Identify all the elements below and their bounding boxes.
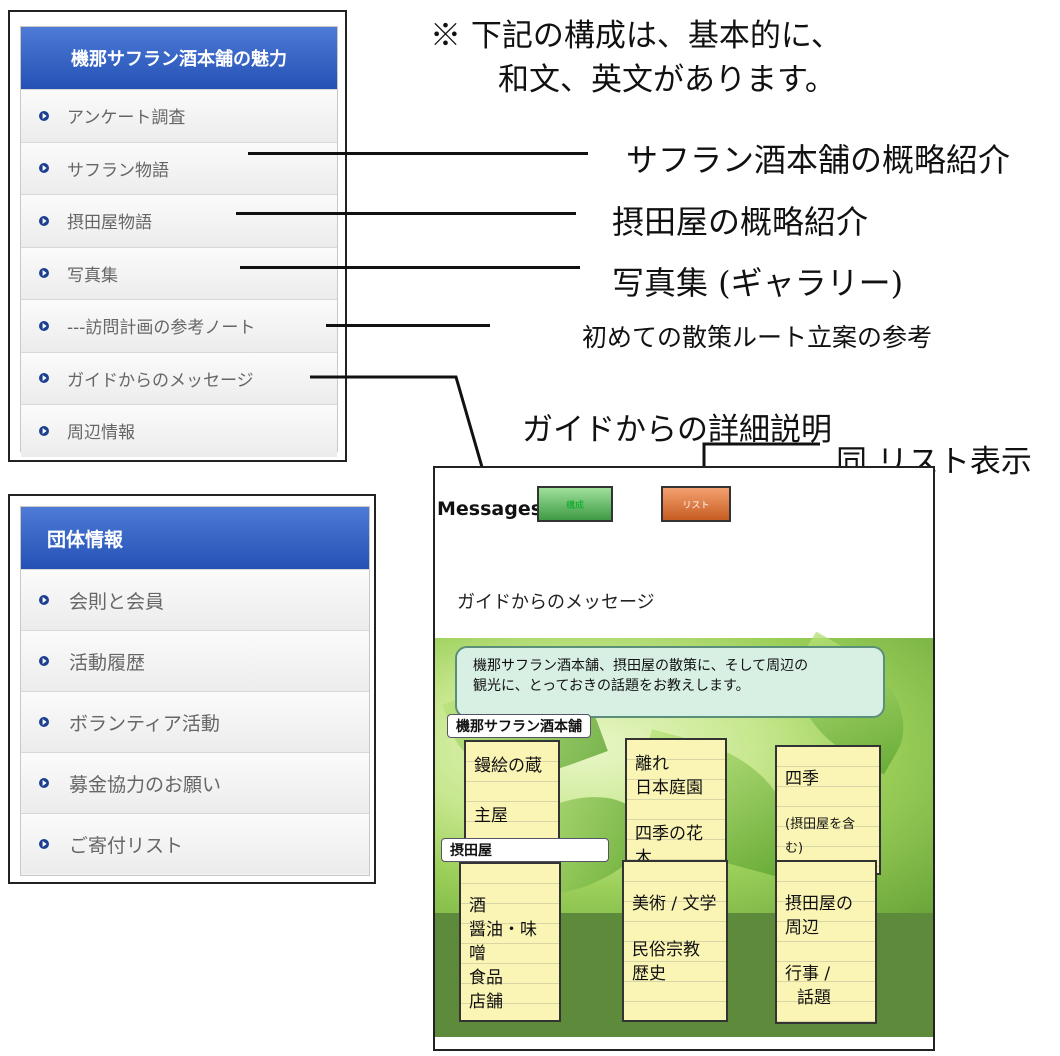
menu-item-visit-notes[interactable]: ---訪問計画の参考ノート — [21, 299, 337, 352]
card-text: 民俗宗教 — [632, 940, 700, 960]
menu-item-label: 会則と会員 — [69, 590, 165, 613]
connector-line-route — [326, 324, 490, 327]
bubble-line-1: 機那サフラン酒本舗、摂田屋の散策に、そして周辺の — [473, 658, 809, 674]
card-sake-shops[interactable]: 酒 醤油・味噌 食品 店舗 — [459, 862, 561, 1022]
bullet-arrow-icon — [39, 110, 49, 121]
menu-item-label: 周辺情報 — [67, 423, 135, 444]
menu-item-label: ボランティア活動 — [69, 712, 220, 735]
saffron-menu-title: 機那サフラン酒本舗の魅力 — [21, 27, 337, 89]
bullet-arrow-icon — [39, 373, 49, 384]
card-text: 話題 — [797, 988, 831, 1008]
note-line-2: 和文、英文があります。 — [498, 62, 836, 98]
menu-item-area-info[interactable]: 周辺情報 — [21, 404, 337, 457]
card-text: 醤油・味噌 — [469, 920, 537, 964]
connector-line-photos — [240, 266, 580, 269]
menu-item-label: 募金協力のお願い — [69, 773, 222, 796]
card-art-history[interactable]: 美術 / 文学 民俗宗教 歴史 — [622, 860, 728, 1022]
label-guide-detail: ガイドからの詳細説明 — [522, 412, 832, 448]
label-settsu-intro: 摂田屋の概略紹介 — [612, 203, 869, 241]
structure-button[interactable]: 構成 — [537, 486, 613, 522]
menu-item-label: ガイドからのメッセージ — [67, 370, 254, 391]
panel-heading: ガイドからのメッセージ — [457, 592, 655, 613]
menu-item-label: 活動履歴 — [69, 651, 146, 674]
card-spacer — [785, 759, 871, 767]
menu-item-settsu-story[interactable]: 摂田屋物語 — [21, 194, 337, 247]
connector-line-guide — [310, 375, 486, 475]
card-text: 鏝絵の蔵 — [474, 756, 542, 776]
bullet-arrow-icon — [39, 595, 49, 605]
bullet-arrow-icon — [39, 839, 49, 849]
menu-item-activity-history[interactable]: 活動履歴 — [21, 630, 369, 691]
menu-item-label: 摂田屋物語 — [67, 213, 152, 234]
card-text: 四季 — [785, 769, 819, 789]
connector-line-settsu — [236, 212, 576, 215]
card-text: 摂田屋の — [785, 894, 853, 914]
menu-item-label: サフラン物語 — [67, 160, 169, 181]
section-label-saffron: 機那サフラン酒本舗 — [447, 714, 591, 738]
menu-item-donor-list[interactable]: ご寄付リスト — [21, 813, 369, 874]
card-text: 酒 — [469, 896, 486, 916]
list-button[interactable]: リスト — [661, 486, 731, 522]
menu-item-survey[interactable]: アンケート調査 — [21, 89, 337, 142]
card-annex-garden[interactable]: 離れ 日本庭園 四季の花木 — [625, 738, 727, 876]
card-text: 周辺 — [785, 918, 819, 938]
bullet-arrow-icon — [39, 778, 49, 788]
menu-item-volunteer[interactable]: ボランティア活動 — [21, 691, 369, 752]
menu-item-rules-members[interactable]: 会則と会員 — [21, 569, 369, 630]
message-bubble: 機那サフラン酒本舗、摂田屋の散策に、そして周辺の 観光に、とっておきの話題をお教… — [455, 646, 885, 718]
bullet-arrow-icon — [39, 215, 49, 226]
card-spacer — [632, 874, 718, 892]
card-text: 歴史 — [632, 964, 666, 984]
section-label-settsu: 摂田屋 — [441, 838, 609, 862]
menu-item-label: 写真集 — [67, 265, 118, 286]
group-menu-panel: 団体情報 会則と会員 活動履歴 ボランティア活動 募金協力のお願い ご寄付リスト — [8, 494, 376, 884]
bubble-line-2: 観光に、とっておきの話題をお教えします。 — [473, 678, 750, 694]
label-saffron-intro: サフラン酒本舗の概略紹介 — [626, 141, 1011, 179]
panel-title: Messages — [437, 498, 543, 520]
bullet-arrow-icon — [39, 268, 49, 279]
card-spacer — [469, 876, 551, 894]
card-spacer — [474, 778, 550, 804]
card-text: 食品 — [469, 968, 503, 988]
card-spacer — [635, 800, 717, 822]
bullet-arrow-icon — [39, 717, 49, 727]
group-menu: 団体情報 会則と会員 活動履歴 ボランティア活動 募金協力のお願い ご寄付リスト — [20, 506, 370, 876]
note-line-1: ※ 下記の構成は、基本的に、 — [430, 18, 842, 54]
label-photos: 写真集 (ギャラリー) — [612, 264, 904, 302]
card-seasons[interactable]: 四季 (摂田屋を含む) — [775, 745, 881, 875]
card-spacer — [785, 940, 867, 962]
card-text: 店舗 — [469, 992, 503, 1012]
menu-item-guide-messages[interactable]: ガイドからのメッセージ — [21, 351, 337, 404]
menu-item-saffron-story[interactable]: サフラン物語 — [21, 141, 337, 194]
saffron-menu: 機那サフラン酒本舗の魅力 アンケート調査 サフラン物語 摂田屋物語 写真集 --… — [20, 26, 338, 457]
card-text: 行事 / — [785, 964, 831, 984]
menu-item-label: アンケート調査 — [67, 108, 186, 129]
card-text: 日本庭園 — [635, 778, 703, 798]
card-text: 主屋 — [474, 806, 508, 826]
card-text: 美術 / 文学 — [632, 894, 717, 914]
card-spacer — [785, 791, 871, 813]
card-spacer — [632, 916, 718, 938]
group-menu-title: 団体情報 — [21, 507, 369, 569]
menu-item-donation-request[interactable]: 募金協力のお願い — [21, 752, 369, 813]
bullet-arrow-icon — [39, 163, 49, 174]
card-settsu-surroundings[interactable]: 摂田屋の 周辺 行事 / 話題 — [775, 860, 877, 1024]
card-spacer — [785, 874, 867, 892]
bullet-arrow-icon — [39, 425, 49, 436]
bullet-arrow-icon — [39, 656, 49, 666]
card-text: 離れ — [635, 754, 669, 774]
saffron-menu-panel: 機那サフラン酒本舗の魅力 アンケート調査 サフラン物語 摂田屋物語 写真集 --… — [8, 10, 347, 462]
menu-item-photos[interactable]: 写真集 — [21, 246, 337, 299]
menu-item-label: ---訪問計画の参考ノート — [67, 318, 256, 339]
menu-item-label: ご寄付リスト — [69, 834, 184, 857]
label-route-planning: 初めての散策ルート立案の参考 — [582, 323, 933, 352]
card-text: (摂田屋を含む) — [785, 817, 856, 856]
connector-line-saffron — [248, 152, 588, 155]
bullet-arrow-icon — [39, 320, 49, 331]
messages-panel: Messages 構成 リスト ガイドからのメッセージ 機那サフラン酒本舗、摂田… — [433, 466, 935, 1051]
